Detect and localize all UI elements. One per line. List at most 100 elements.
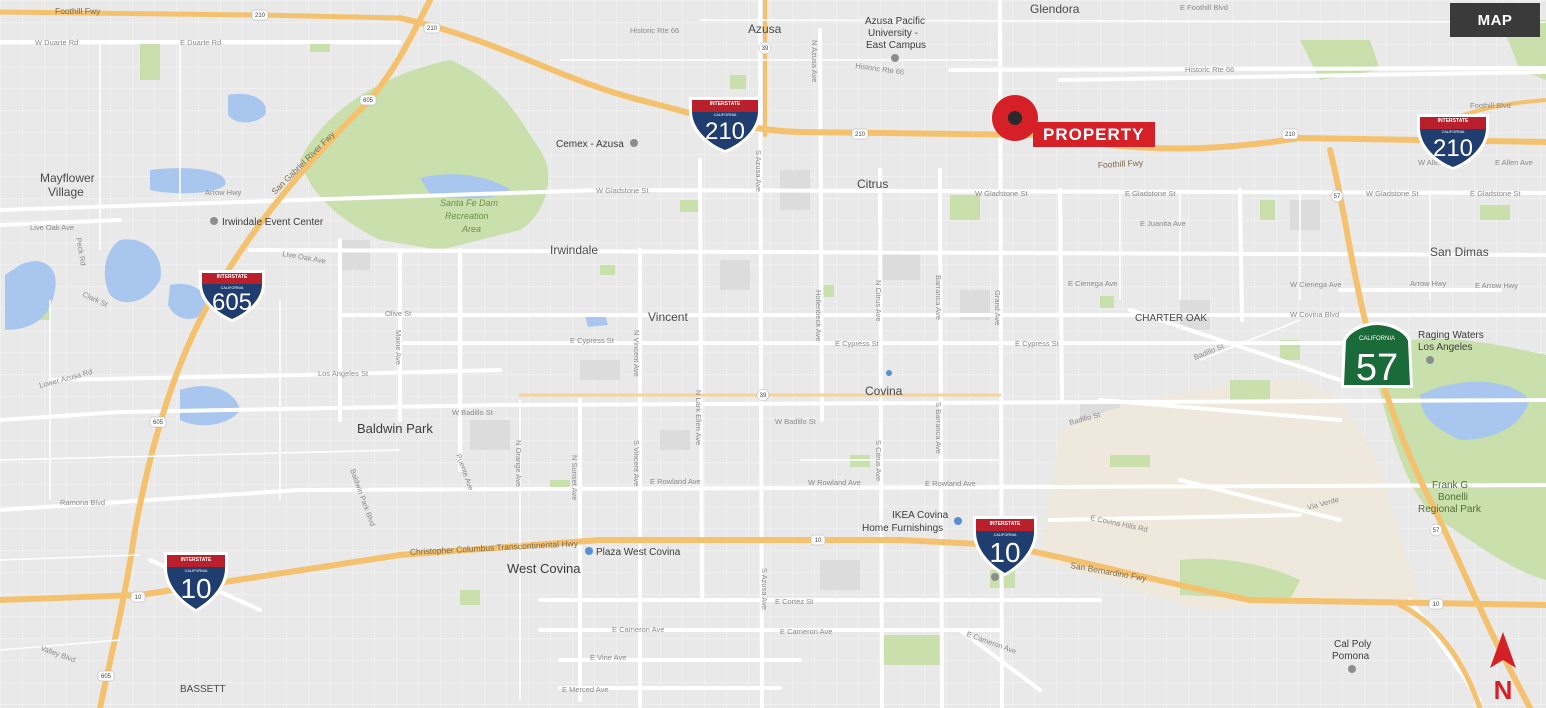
- poi-apu-line1: Azusa Pacific: [865, 16, 925, 27]
- poi-raging-waters-line2: Los Angeles: [1418, 342, 1473, 353]
- street-w-gladstone-2: W Gladstone St: [975, 189, 1028, 198]
- i10-fwy: [0, 537, 1546, 608]
- marker-39-a: 39: [762, 46, 769, 52]
- ikea-shop-icon[interactable]: [954, 517, 962, 525]
- i605-shield-icon[interactable]: INTERSTATE CALIFORNIA 605: [199, 270, 265, 322]
- street-w-gladstone: W Gladstone St: [596, 186, 649, 195]
- street-e-rowland: E Rowland Ave: [650, 477, 701, 486]
- city-san-dimas: San Dimas: [1430, 245, 1489, 259]
- poi-ikea-line2: Home Furnishings: [862, 523, 943, 534]
- city-vincent: Vincent: [648, 310, 688, 324]
- street-w-cienega: W Cienega Ave: [1290, 280, 1342, 289]
- ca57-shield-icon[interactable]: CALIFORNIA 57: [1341, 322, 1413, 389]
- i605-state: CALIFORNIA: [221, 286, 244, 290]
- street-arrow-hwy-2: Arrow Hwy: [1410, 279, 1447, 288]
- street-s-azusa: S Azusa Ave: [754, 150, 763, 192]
- poi-calpoly-line1: Cal Poly: [1334, 639, 1371, 650]
- city-west-covina: West Covina: [507, 561, 581, 576]
- i210a-top: INTERSTATE: [710, 101, 741, 107]
- street-s-vincent: S Vincent Ave: [632, 440, 641, 486]
- city-azusa: Azusa: [748, 22, 782, 36]
- marker-210-b: 210: [427, 26, 438, 32]
- poi-plaza-west-covina: Plaza West Covina: [596, 547, 681, 558]
- irwindale-event-center-icon[interactable]: [210, 217, 218, 225]
- street-maine: Maine Ave: [394, 330, 403, 365]
- i10-shield-a-icon[interactable]: INTERSTATE CALIFORNIA 10: [164, 552, 228, 612]
- historic-66-label-a: Historic Rte 66: [630, 26, 679, 35]
- north-arrow-icon: N: [1490, 632, 1516, 705]
- raging-waters-icon[interactable]: [1426, 356, 1434, 364]
- i210b-state: CALIFORNIA: [1442, 130, 1465, 134]
- mall-marker-icon[interactable]: [991, 573, 999, 581]
- map-badge: MAP: [1450, 3, 1540, 37]
- street-olive: Olive St: [385, 309, 412, 318]
- street-n-orange: N Orange Ave: [514, 440, 523, 487]
- street-e-arrow: E Arrow Hwy: [1475, 281, 1518, 290]
- foothill-fwy-label-east: Foothill Fwy: [1098, 158, 1145, 170]
- property-label[interactable]: PROPERTY: [1033, 122, 1155, 147]
- street-e-juanita: E Juanita Ave: [1140, 219, 1186, 228]
- marker-210-d: 210: [1285, 132, 1296, 138]
- street-e-rowland-2: E Rowland Ave: [925, 479, 976, 488]
- street-n-lark-ellen: N Lark Ellen Ave: [694, 390, 703, 445]
- street-s-citrus: S Citrus Ave: [874, 440, 883, 481]
- street-w-badillo: W Badillo St: [452, 408, 494, 417]
- ca57-state: CALIFORNIA: [1359, 336, 1395, 342]
- street-e-allen: E Allen Ave: [1495, 158, 1533, 167]
- i10b-state: CALIFORNIA: [994, 533, 1017, 537]
- i210b-number: 210: [1433, 135, 1473, 162]
- property-marker-icon[interactable]: [992, 95, 1038, 141]
- north-label: N: [1494, 675, 1513, 705]
- marker-210-a: 210: [255, 13, 266, 19]
- street-w-gladstone-3: W Gladstone St: [1366, 189, 1419, 198]
- street-e-vine: E Vine Ave: [590, 653, 626, 662]
- plaza-shop-icon[interactable]: [585, 547, 593, 555]
- i10-shield-b-icon[interactable]: INTERSTATE CALIFORNIA 10: [973, 516, 1037, 576]
- i210-shield-b-icon[interactable]: INTERSTATE CALIFORNIA 210: [1417, 114, 1489, 170]
- cemex-marker-icon[interactable]: [630, 139, 638, 147]
- street-n-vincent: N Vincent Ave: [632, 330, 641, 377]
- street-live-oak: Live Oak Ave: [30, 223, 74, 232]
- marker-605-c: 605: [101, 674, 112, 680]
- marker-57-b: 57: [1433, 528, 1440, 534]
- marker-10-a: 10: [135, 595, 142, 601]
- street-w-badillo-2: W Badillo St: [775, 417, 817, 426]
- i605-number: 605: [212, 289, 252, 316]
- small-route-markers: 210 210 210 210 39 39 605 605 605 10 10 …: [97, 9, 1444, 682]
- city-charter-oak: CHARTER OAK: [1135, 313, 1207, 324]
- lake-4: [104, 239, 161, 303]
- street-n-azusa: N Azusa Ave: [810, 40, 819, 82]
- covina-transit-icon[interactable]: [886, 370, 892, 376]
- i210a-state: CALIFORNIA: [714, 113, 737, 117]
- i210b-top: INTERSTATE: [1438, 118, 1469, 124]
- poi-bonelli-line1: Frank G: [1432, 480, 1468, 491]
- poi-apu-line3: East Campus: [866, 40, 926, 51]
- city-glendora: Glendora: [1030, 2, 1080, 16]
- city-covina: Covina: [865, 384, 903, 398]
- street-foothill-blvd: Foothill Blvd: [1470, 101, 1511, 110]
- marker-39-b: 39: [760, 393, 767, 399]
- i210a-number: 210: [705, 118, 745, 145]
- street-e-gladstone-2: E Gladstone St: [1470, 189, 1521, 198]
- street-arrow-hwy: Arrow Hwy: [205, 188, 242, 197]
- poi-santa-fe-line3: Area: [461, 224, 481, 234]
- street-s-azusa-2: S Azusa Ave: [760, 568, 769, 610]
- i10b-top: INTERSTATE: [990, 521, 1021, 527]
- calpoly-marker-icon[interactable]: [1348, 665, 1356, 673]
- street-w-covina-blvd: W Covina Blvd: [1290, 310, 1339, 319]
- marker-57-a: 57: [1334, 194, 1341, 200]
- street-e-cameron-2: E Cameron Ave: [780, 627, 832, 636]
- city-bassett: BASSETT: [180, 684, 226, 695]
- ca57-number: 57: [1356, 347, 1398, 389]
- apu-marker-icon[interactable]: [891, 54, 899, 62]
- lake-6: [180, 386, 240, 426]
- i210-shield-a-icon[interactable]: INTERSTATE CALIFORNIA 210: [689, 97, 761, 153]
- marker-605-b: 605: [153, 420, 164, 426]
- street-w-duarte: W Duarte Rd: [35, 38, 78, 47]
- street-hollenbeck: Hollenbeck Ave: [814, 290, 823, 342]
- marker-210-c: 210: [855, 132, 866, 138]
- street-los-angeles: Los Angeles St: [318, 369, 369, 378]
